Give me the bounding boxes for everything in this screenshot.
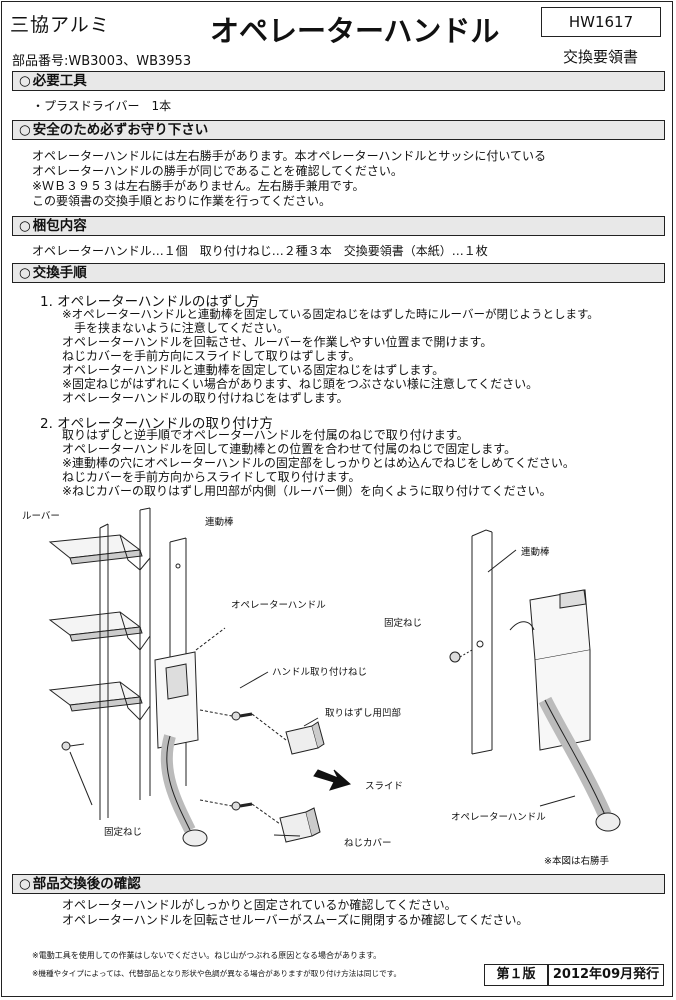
handle-screw [231,711,253,721]
step-line: オペレーターハンドルを回転させ、ルーバーを作業しやすい位置まで開けます。 [62,335,493,349]
footer-note: ※電動工具を使用しての作業はしないでください。ねじ山がつぶれる原因となる場合があ… [32,951,382,960]
label-handle: オペレーターハンドル [451,812,546,823]
section-header-package: ○梱包内容 [12,216,665,236]
company-logo: 三協アルミ [10,14,110,36]
label-rod: 連動棒 [521,547,550,558]
document-number: HW1617 [541,7,661,37]
circle-bullet-icon: ○ [19,876,31,892]
page-title: オペレーターハンドル [210,14,500,48]
step-title: 1. オペレーターハンドルのはずし方 [40,294,260,310]
tool-item: ・プラスドライバー 1本 [32,99,172,113]
section-header-procedure: ○交換手順 [12,263,665,283]
section-title: 交換手順 [32,265,87,281]
label-louver: ルーバー [22,511,60,522]
circle-bullet-icon: ○ [19,122,31,138]
section-title: 部品交換後の確認 [32,876,141,892]
label-handle: オペレーターハンドル [231,600,326,611]
step-line: ※連動棒の穴にオペレーターハンドルの固定部をしっかりとはめ込んでねじをしめてくだ… [62,456,575,470]
safety-line: ※ＷＢ３９５３は左右勝手がありません。左右勝手兼用です。 [32,179,365,193]
check-line: オペレーターハンドルがしっかりと固定されているか確認してください。 [62,898,457,912]
step-line: ※ねじカバーの取りはずし用凹部が内側（ルーバー側）を向くように取り付けてください… [62,484,552,498]
screw-cover-part [285,721,325,755]
circle-bullet-icon: ○ [19,218,31,234]
label-handle-screw: ハンドル取り付けねじ [272,667,368,678]
safety-line: オペレーターハンドルの勝手が同じであることを確認してください。 [32,164,403,178]
label-fix-screw: 固定ねじ [104,827,143,838]
footer-note: ※機種やタイプによっては、代替部品となり形状や色調が異なる場合がありますが取り付… [32,969,402,978]
document-type: 交換要領書 [563,48,639,66]
step-line: 手を挟まないように注意してください。 [62,321,290,335]
louver-blade [48,534,151,571]
right-hand-note: ※本図は右勝手 [544,856,609,867]
circle-bullet-icon: ○ [19,265,31,281]
step-line: ねじカバーを手前方向にスライドして取りはずします。 [62,349,361,363]
section-title: 梱包内容 [32,218,87,234]
step-line: 取りはずしと逆手順でオペレーターハンドルを付属のねじで取り付けます。 [62,428,469,442]
section-header-safety: ○安全のため必ずお守り下さい [12,120,665,140]
label-slide: スライド [365,781,404,792]
step-line: オペレーターハンドルを回して連動棒との位置を合わせて付属のねじで固定します。 [62,442,517,456]
label-recess: 取りはずし用凹部 [325,708,402,719]
section-header-check: ○部品交換後の確認 [12,874,665,894]
safety-line: この要領書の交換手順とおりに作業を行ってください。 [32,194,332,208]
section-header-tools: ○必要工具 [12,71,665,91]
check-line: オペレーターハンドルを回転させルーバーがスムーズに開閉するか確認してください。 [62,913,529,927]
circle-bullet-icon: ○ [19,73,31,89]
step-title: 2. オペレーターハンドルの取り付け方 [40,416,273,432]
slide-arrow-icon [313,769,352,791]
replacement-diagram [48,507,621,847]
step-line: オペレーターハンドルと連動棒を固定している固定ねじをはずします。 [62,363,445,377]
label-fix-screw: 固定ねじ [384,618,423,629]
step-line: ※固定ねじがはずれにくい場合があります、ねじ頭をつぶさない様に注意してください。 [62,377,539,391]
screw-cover-part [279,807,321,843]
label-screw-cover: ねじカバー [344,838,392,849]
label-rod: 連動棒 [205,517,234,528]
handle-detail [449,529,621,832]
step-line: オペレーターハンドルの取り付けねじをはずします。 [62,391,349,405]
safety-line: オペレーターハンドルには左右勝手があります。本オペレーターハンドルとサッシに付い… [32,149,546,163]
step-line: ※オペレーターハンドルと連動棒を固定している固定ねじをはずした時にルーバーが閉じ… [62,307,599,321]
edition-box: 第１版 [484,964,548,986]
louver-assembly [48,507,208,847]
step-line: ねじカバーを手前方向からスライドして取り付けます。 [62,470,361,484]
handle-screw [231,801,253,811]
section-title: 必要工具 [32,73,87,89]
package-contents: オペレーターハンドル…１個 取り付けねじ…２種３本 交換要領書（本紙）…１枚 [32,244,488,258]
issue-date-box: 2012年09月発行 [548,964,664,986]
section-title: 安全のため必ずお守り下さい [32,122,209,138]
part-numbers: 部品番号:WB3003、WB3953 [12,54,192,69]
